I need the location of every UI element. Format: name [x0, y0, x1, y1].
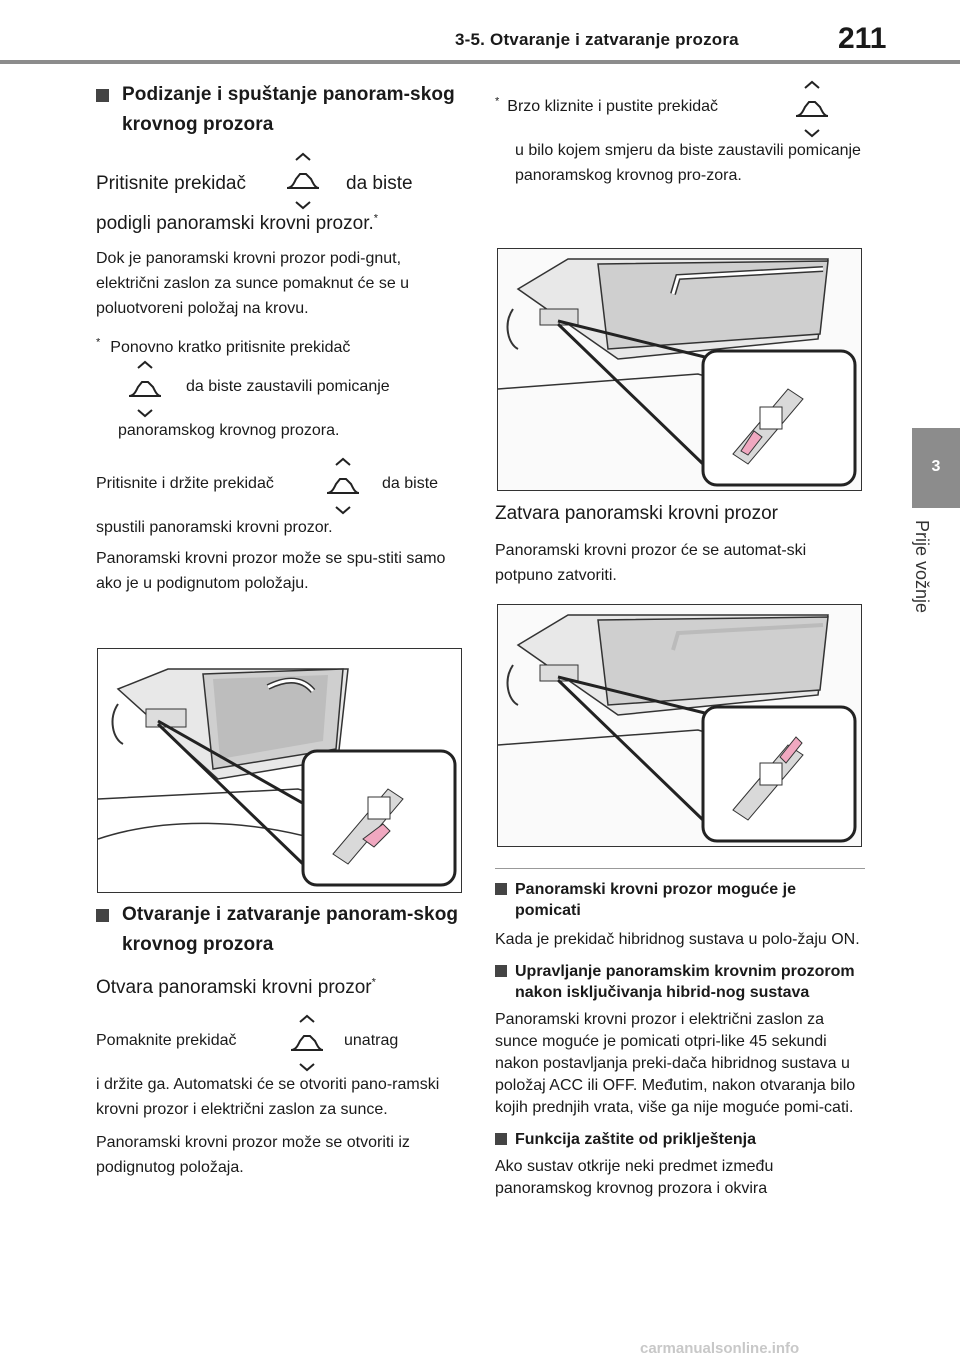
section-title: 3-5. Otvaranje i zatvaranje prozora [455, 30, 739, 49]
press-switch-line: Pritisnite prekidač da biste [96, 152, 466, 210]
roof-switch-icon [324, 457, 362, 515]
page-number: 211 [838, 22, 887, 55]
tilt-paragraph: Dok je panoramski krovni prozor podi-gnu… [96, 250, 410, 317]
roof-switch-icon [793, 80, 831, 138]
close-heading: Zatvara panoramski krovni prozor [495, 503, 778, 524]
right-column: *Brzo kliznite i pustite prekidač u bilo… [495, 80, 865, 188]
section-heading-open-close: Otvaranje i zatvaranje panoram-skog krov… [96, 900, 466, 960]
header-rule [0, 60, 960, 64]
close-paragraph: Panoramski krovni prozor će se automat-s… [495, 542, 807, 584]
after-off-paragraph: Panoramski krovni prozor i električni za… [495, 1011, 856, 1116]
square-bullet-icon [495, 965, 507, 977]
chapter-label: Prije vožnje [912, 520, 940, 650]
right-note-line: *Brzo kliznite i pustite prekidač [495, 80, 865, 138]
sunroof-open-drawing [498, 258, 857, 487]
press-switch-cont: podigli panoramski krovni prozor.* [96, 212, 379, 234]
sunroof-close-drawing [498, 614, 857, 843]
watermark: carmanualsonline.info [640, 1340, 800, 1357]
square-bullet-icon [495, 1133, 507, 1145]
square-bullet-icon [495, 883, 507, 895]
hold-paragraph: Panoramski krovni prozor može se spu-sti… [96, 550, 446, 592]
hold-switch-line: Pritisnite i držite prekidač da biste [96, 457, 466, 515]
close-illustration [497, 604, 862, 847]
note-switch-line: da biste zaustavili pomicanje [96, 360, 466, 418]
move-paragraph-2: Panoramski krovni prozor može se otvorit… [96, 1134, 410, 1176]
chapter-number: 3 [931, 458, 941, 475]
move-switch-line: Pomaknite prekidač unatrag [96, 1014, 466, 1072]
movable-paragraph: Kada je prekidač hibridnog sustava u pol… [495, 931, 860, 948]
subheading-movable: Panoramski krovni prozor moguće je pomic… [495, 879, 865, 921]
note-line: *Ponovno kratko pritisnite prekidač [96, 336, 351, 356]
roof-switch-icon [288, 1014, 326, 1072]
chapter-tab: 3 [912, 428, 960, 508]
roof-switch-icon [284, 152, 322, 210]
roof-switch-icon [126, 360, 164, 418]
tilt-illustration [97, 648, 462, 893]
square-bullet-icon [96, 909, 109, 922]
page-header: 3-5. Otvaranje i zatvaranje prozora 211 [0, 0, 960, 64]
subheading-after-off: Upravljanje panoramskim krovnim prozorom… [495, 961, 865, 1003]
left-column: Podizanje i spuštanje panoram-skog krovn… [96, 80, 466, 596]
right-column-bottom: Panoramski krovni prozor moguće je pomic… [495, 868, 865, 1200]
left-column-bottom: Otvaranje i zatvaranje panoram-skog krov… [96, 900, 466, 1180]
jam-protection-paragraph: Ako sustav otkrije neki predmet između p… [495, 1158, 774, 1197]
section-heading-tilt: Podizanje i spuštanje panoram-skog krovn… [96, 80, 466, 140]
square-bullet-icon [96, 89, 109, 102]
right-column-mid: Zatvara panoramski krovni prozor Panoram… [495, 500, 865, 588]
right-note-cont: u bilo kojem smjeru da biste zaustavili … [515, 142, 861, 184]
note-cont: panoramskog krovnog prozora. [118, 422, 340, 439]
subheading-jam-protection: Funkcija zaštite od priklještenja [495, 1129, 865, 1150]
hold-cont: spustili panoramski krovni prozor. [96, 519, 333, 536]
chapter-title: Prije vožnje [912, 520, 932, 614]
move-paragraph: i držite ga. Automatski će se otvoriti p… [96, 1076, 440, 1118]
open-illustration [497, 248, 862, 491]
sunroof-tilt-drawing [98, 649, 461, 892]
open-heading: Otvara panoramski krovni prozor* [96, 976, 376, 998]
